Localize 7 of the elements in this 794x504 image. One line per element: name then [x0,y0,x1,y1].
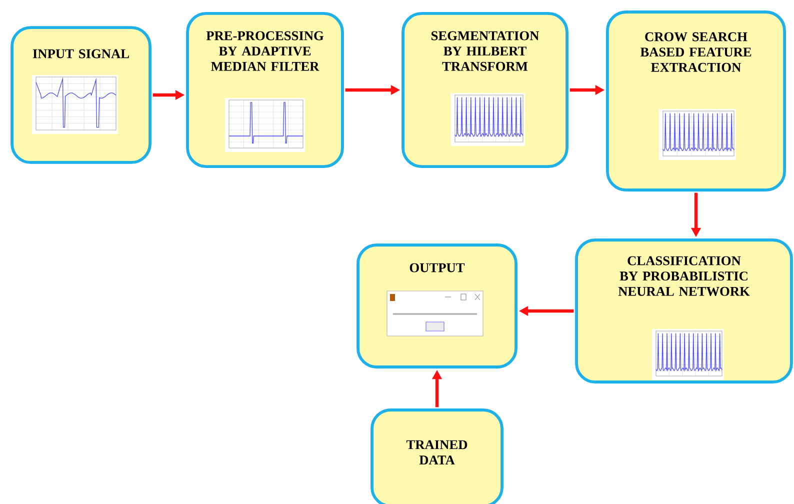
process-box: INPUT SIGNAL [10,26,152,164]
process-box: CLASSIFICATION BY PROBABILISTIC NEURAL NETWORK [575,238,793,384]
process-box: OUTPUT [356,244,518,368]
process-box: SEGMENTATION BY HILBERT TRANSFORM [402,12,568,168]
process-box: CROW SEARCH BASED FEATURE EXTRACTION [606,10,786,192]
process-box: PRE-PROCESSING BY ADAPTIVE MEDIAN FILTER [186,12,344,168]
process-box: TRAINED DATA [370,408,504,504]
